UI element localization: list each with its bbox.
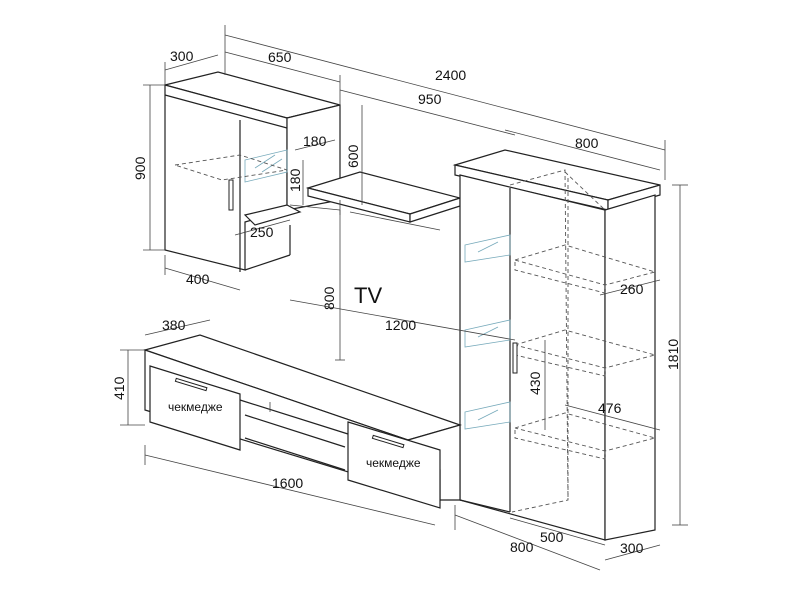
wall-cabinet-front	[164, 84, 288, 271]
dim-950: 950	[418, 91, 442, 107]
dim-2400: 2400	[435, 67, 466, 83]
tall-cabinet-handle	[512, 342, 518, 374]
tv-label: TV	[354, 283, 382, 308]
dim-800-tv: 800	[321, 286, 337, 310]
dim-1200: 1200	[385, 317, 416, 333]
drawer-right-label: чекмедже	[366, 456, 421, 470]
dim-180-a: 180	[303, 133, 327, 149]
dim-476: 476	[598, 400, 622, 416]
dim-800-bottom: 800	[510, 539, 534, 555]
dim-1600: 1600	[272, 475, 303, 491]
tall-cabinet-front	[459, 174, 606, 541]
drawer-left	[149, 365, 241, 451]
dim-800-top: 800	[575, 135, 599, 151]
dim-380: 380	[162, 317, 186, 333]
dim-260: 260	[620, 281, 644, 297]
dim-410: 410	[111, 376, 127, 400]
dim-400: 400	[186, 271, 210, 287]
drawer-left-label: чекмедже	[168, 400, 223, 414]
drawer-right-handle	[371, 434, 405, 449]
floating-shelf	[289, 171, 463, 231]
drawer-left-handle	[174, 377, 208, 392]
dim-180-b: 180	[287, 168, 303, 192]
dim-900: 900	[132, 156, 148, 180]
dim-600: 600	[345, 144, 361, 168]
dim-500: 500	[540, 529, 564, 545]
dim-250: 250	[250, 224, 274, 240]
dim-1810: 1810	[665, 339, 681, 370]
dim-300-bottom: 300	[620, 540, 644, 556]
tall-cabinet	[452, 149, 661, 541]
tv-stand	[142, 334, 462, 509]
dim-650: 650	[268, 49, 292, 65]
tall-cabinet-side	[604, 194, 656, 541]
wall-cabinet	[164, 71, 341, 272]
dim-430: 430	[527, 371, 543, 395]
wall-cabinet-handle	[228, 179, 234, 211]
dim-300-top: 300	[170, 48, 194, 64]
dimension-lines: 300 650 2400 950 800 180 180 600 900 250…	[111, 25, 688, 571]
drawer-right	[347, 421, 441, 509]
